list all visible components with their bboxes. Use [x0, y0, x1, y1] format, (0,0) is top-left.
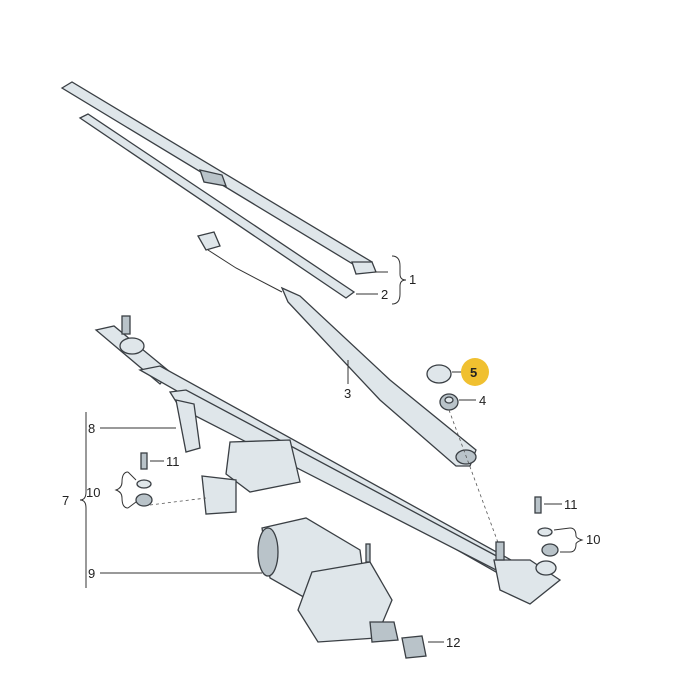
connector — [401, 635, 427, 659]
wiper-rubber — [78, 113, 356, 299]
callout-5: 5 — [470, 365, 477, 380]
wiper-motor — [257, 517, 399, 643]
callout-2: 2 — [381, 287, 388, 302]
left-fasteners — [135, 452, 207, 507]
callout-10-right: 10 — [586, 532, 600, 547]
callout-10-left: 10 — [86, 485, 100, 500]
callout-8: 8 — [88, 421, 95, 436]
wiper-blade — [60, 81, 377, 275]
callout-3: 3 — [344, 386, 351, 401]
callout-11-right: 11 — [564, 497, 578, 512]
callout-1: 1 — [409, 272, 416, 287]
highlight-marker — [461, 358, 489, 386]
wiper-linkage — [94, 315, 562, 605]
callout-11-left: 11 — [166, 454, 180, 469]
callout-12: 12 — [446, 635, 460, 650]
callout-7: 7 — [62, 493, 69, 508]
callout-4: 4 — [479, 393, 486, 408]
callout-9: 9 — [88, 566, 95, 581]
cap — [426, 364, 452, 384]
nut — [439, 393, 459, 411]
right-fasteners — [534, 496, 559, 557]
